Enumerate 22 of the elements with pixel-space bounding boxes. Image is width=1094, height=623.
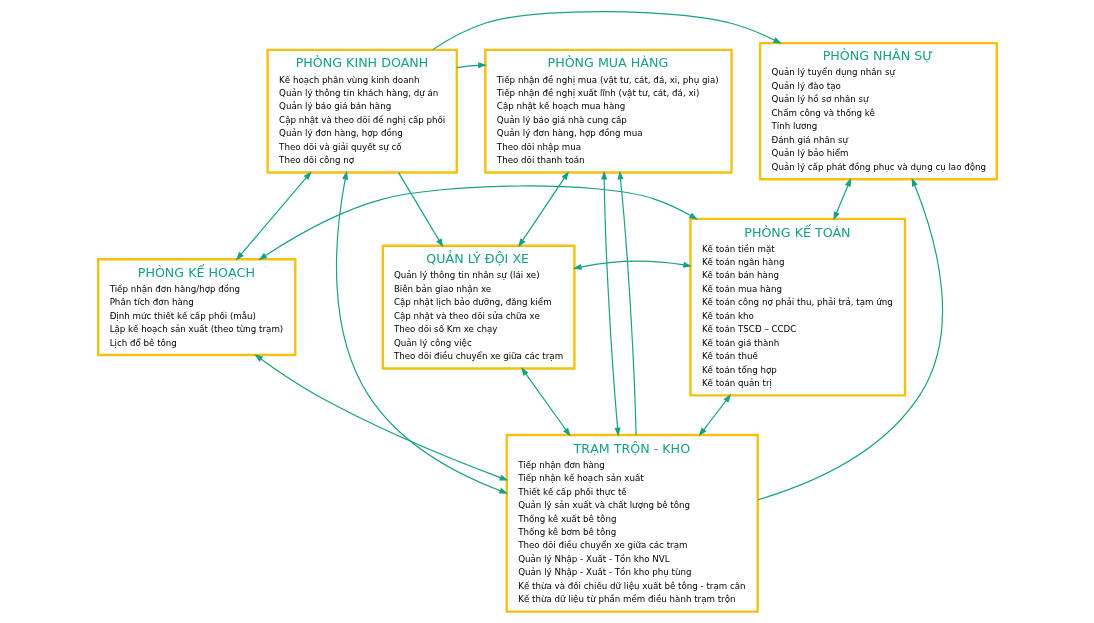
arrow <box>600 170 621 437</box>
arrow <box>832 177 851 221</box>
arrow <box>431 10 782 51</box>
arrow <box>572 260 692 270</box>
node-box: PHÒNG KINH DOANH Kế hoạch phân vùng kinh doanh Quản lý thông tin khách hàng, dự án Quản lý báo giá bán hàng Cập nhật và theo dõi đề nghị cấp phối Quản lý đơn hàng, hợp đồng Theo dõi và giải quyết sự cố Theo dõi công nợ <box>265 48 458 174</box>
node-box: QUẢN LÝ ĐỘI XE Quản lý thông tin nhân sự (lái xe) Biên bản giao nhận xe Cập nhật lịch bảo dưỡng, đăng kiểm Cập nhật và theo dõi sửa chữa xe Theo dõi số Km xe chạy Quản lý công việc Theo dõi điều chuyển xe giữa các trạm <box>381 244 576 370</box>
arrow <box>698 394 731 437</box>
arrow <box>397 172 443 248</box>
arrow <box>520 367 571 437</box>
arrow <box>756 177 943 501</box>
arrow <box>257 185 698 261</box>
arrow <box>455 62 487 69</box>
node-box: PHÒNG MUA HÀNG Tiếp nhận đề nghị mua (vật tư, cát, đá, xi, phụ gia) Tiếp nhận đề nghị xuất lĩnh (vật tư, cát, đá, xi) Cập nhật kế hoạch mua hàng Quản lý báo giá nhà cung cấp Quản lý đơn hàng, hợp đồng mua Theo dõi nhập mua Theo dõi thanh toán <box>483 48 733 174</box>
arrow <box>235 171 312 261</box>
node-box: TRẠM TRỘN - KHO Tiếp nhận đơn hàng Tiếp nhận kế hoạch sản xuất Thiết kế cấp phối thực tế Quản lý sản xuất và chất lượng bê tông Thống kê xuất bê tông Thống kê bơm bê tông Theo dõi điều chuyển xe giữa các trạm Quản lý Nhập - Xuất - Tồn kho NVL Quản lý Nhập - Xuất - Tồn kho phụ tùng Kế thừa và đối chiếu dữ liệu xuất bê tông - trạm cân Kế thừa dữ liệu từ phần mềm điều hành trạm trộn <box>505 433 759 613</box>
arrow <box>253 354 508 481</box>
arrow <box>517 171 569 248</box>
node-box: PHÒNG KẾ HOẠCH Tiếp nhận đơn hàng/hợp đồng Phân tích đơn hàng Định mức thiết kế cấp phối (mẫu) Lập kế hoạch sản xuất (theo từng trạm) Lịch đổ bê tông <box>96 258 296 357</box>
node-box: PHÒNG KẾ TOÁN Kế toán tiền mặt Kế toán ngân hàng Kế toán bán hàng Kế toán mua hàng Kế toán công nợ phải thu, phải trả, tạm ứng Kế toán kho Kế toán TSCĐ – CCDC Kế toán giá thành Kế toán thuế Kế toán tổng hợp Kế toán quản trị <box>688 217 906 397</box>
arrow <box>617 170 637 436</box>
node-box: PHÒNG NHÂN SỰ Quản lý tuyển dụng nhân sự Quản lý đào tạo Quản lý hồ sơ nhân sự Chấm công và thống kê Tính lương Đánh giá nhân sự Quản lý bảo hiểm Quản lý cấp phát đồng phục và dụng cụ lao động <box>758 41 998 181</box>
arrow <box>335 170 508 494</box>
